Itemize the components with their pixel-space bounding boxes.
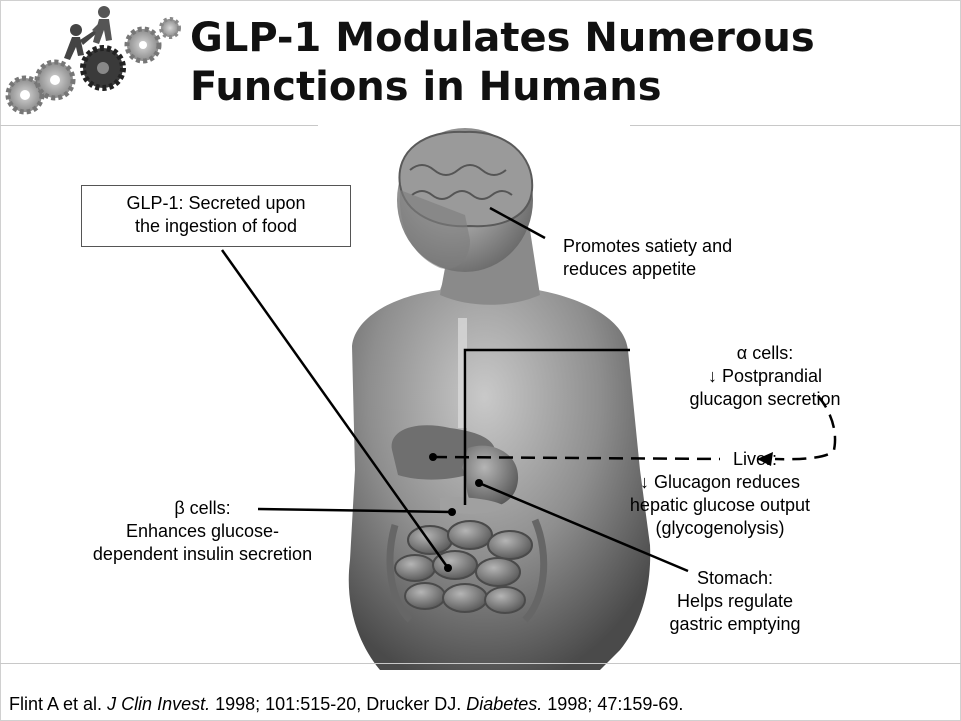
citation-part: 1998; 101:515-20, Drucker DJ. [210,694,466,714]
human-torso-figure [349,128,650,670]
intestines [395,521,532,613]
citation-part: 1998; 47:159-69. [542,694,683,714]
beta-cells-label-line: dependent insulin secretion [75,543,330,566]
stomach-label-line: Helps regulate [650,590,820,613]
beta-cells-label-line: Enhances glucose- [75,520,330,543]
citation-journal: J Clin Invest. [107,694,210,714]
liver-label-line: ↓ Glucagon reduces [595,471,845,494]
alpha-cells-label-line: ↓ Postprandial [650,365,880,388]
glp1-label-line: the ingestion of food [85,215,347,238]
glp1-label-line: GLP-1: Secreted upon [85,192,347,215]
liver-label-line: (glycogenolysis) [595,517,845,540]
alpha-cells-label: α cells: ↓ Postprandial glucagon secreti… [650,342,880,411]
alpha-cells-label-line: α cells: [650,342,880,365]
target-dot [475,479,483,487]
alpha-cells-label-line: glucagon secretion [650,388,880,411]
beta-cells-label-line: β cells: [75,497,330,520]
glp1-label: GLP-1: Secreted upon the ingestion of fo… [85,192,347,238]
brain-label: Promotes satiety and reduces appetite [563,235,732,281]
footer-divider [0,663,961,664]
stomach-label: Stomach: Helps regulate gastric emptying [650,567,820,636]
target-dot [429,453,437,461]
brain-label-line: Promotes satiety and [563,235,732,258]
citation-part: Flint A et al. [9,694,107,714]
beta-cells-label: β cells: Enhances glucose- dependent ins… [75,497,330,566]
citation-journal: Diabetes. [466,694,542,714]
target-dot [444,564,452,572]
liver-label: Liver: ↓ Glucagon reduces hepatic glucos… [595,448,845,540]
stomach-label-line: gastric emptying [650,613,820,636]
liver-label-line: hepatic glucose output [595,494,845,517]
citation: Flint A et al. J Clin Invest. 1998; 101:… [9,693,683,715]
liver-label-line: Liver: [595,448,845,471]
stomach-label-line: Stomach: [650,567,820,590]
brain-label-line: reduces appetite [563,258,732,281]
target-dot [448,508,456,516]
